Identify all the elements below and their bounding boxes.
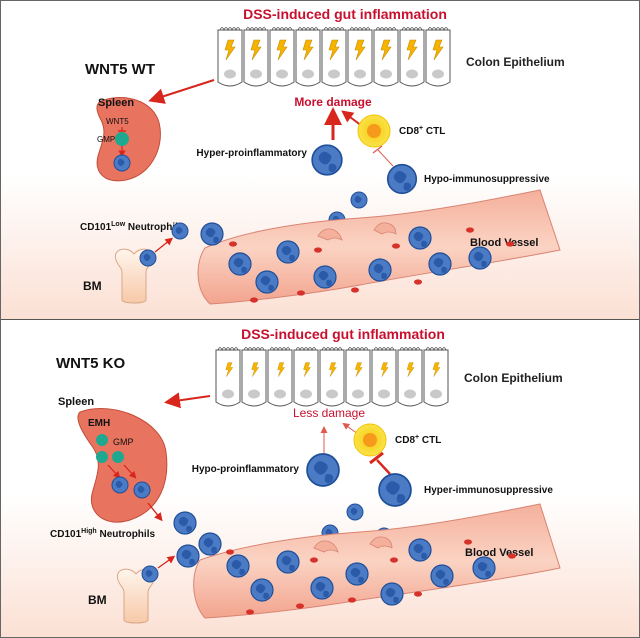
vessel-neutrophil: [472, 556, 496, 580]
vessel-opening: [373, 222, 397, 235]
extravasating-neutrophil: [346, 503, 364, 521]
spleen-neutrophil-bottom: [133, 481, 151, 499]
damage-label-top: More damage: [294, 95, 372, 109]
vessel-neutrophil: [368, 258, 392, 282]
spleen-label-top: Spleen: [98, 97, 134, 109]
extravasating-neutrophil: [350, 191, 368, 209]
vessel-neutrophil: [428, 252, 452, 276]
panel-bottom-title: DSS-induced gut inflammation: [241, 326, 445, 342]
vessel-neutrophil: [250, 578, 274, 602]
proinflammatory-label-top: Hyper-proinflammatory: [196, 148, 307, 159]
colon-epithelium-label-top: Colon Epithelium: [466, 55, 565, 69]
vessel-opening: [369, 536, 393, 549]
vessel-neutrophil: [310, 576, 334, 600]
proinflammatory-label-bottom: Hypo-proinflammatory: [192, 464, 300, 475]
immunosuppressive-neutrophil-bottom: [378, 473, 412, 507]
bm-label-top: BM: [83, 279, 102, 293]
neutrophil-label-bottom: CD101High Neutrophils: [50, 528, 155, 540]
proinflammatory-neutrophil-top: [311, 144, 343, 176]
wnt5-label: WNT5: [106, 117, 129, 126]
cd8-ctl-label-top: CD8+ CTL: [399, 125, 445, 137]
spleen-to-blood-arrow: [147, 502, 163, 522]
vessel-neutrophil: [200, 222, 224, 246]
inhibition-bar-top: [372, 145, 383, 154]
vessel-neutrophil: [276, 240, 300, 264]
panel-top-title: DSS-induced gut inflammation: [243, 6, 447, 22]
bm-to-blood-arrow-top: [154, 237, 174, 253]
proinflammatory-neutrophil-bottom: [306, 453, 340, 487]
cd8-ctl-label-bottom: CD8+ CTL: [395, 434, 441, 446]
vessel-neutrophil: [345, 562, 369, 586]
genotype-label-bottom: WNT5 KO: [56, 355, 125, 372]
inhibition-line-top: [377, 149, 394, 167]
vessel-neutrophil: [430, 564, 454, 588]
vessel-opening: [317, 228, 343, 241]
spleen-neutrophil-top: [113, 154, 131, 172]
gmp-cell-bottom: [112, 451, 124, 463]
gmp-label-bottom: GMP: [113, 437, 134, 447]
vessel-neutrophil: [226, 554, 250, 578]
spleen-label-bottom: Spleen: [58, 396, 94, 408]
cd8-ctl-nucleus-top: [367, 124, 381, 138]
blood-vessel-label-top: Blood Vessel: [470, 237, 538, 249]
vessel-neutrophil: [255, 270, 279, 294]
cd8-ctl-nucleus-bottom: [363, 433, 377, 447]
vessel-neutrophil: [408, 538, 432, 562]
circulating-neutrophil-top: [171, 222, 189, 240]
vessel-opening: [313, 540, 339, 553]
immunosuppressive-neutrophil-top: [386, 163, 418, 195]
vessel-neutrophil: [198, 532, 222, 556]
vessel-neutrophil: [313, 265, 337, 289]
bm-neutrophil-bottom: [141, 565, 159, 583]
gmp-cell-top: [115, 132, 129, 146]
vessel-neutrophil: [276, 550, 300, 574]
damage-label-bottom: Less damage: [293, 406, 365, 420]
colon-to-spleen-arrow-top: [148, 79, 215, 104]
spleen-neutrophil-bottom: [111, 476, 129, 494]
colon-to-spleen-arrow-bottom: [164, 392, 211, 409]
blood-vessel-bottom: [193, 503, 561, 619]
gmp-cell-bottom: [96, 434, 108, 446]
inhibition-bar-bottom: [369, 451, 384, 465]
gmp-arrow-bottom: [107, 464, 121, 479]
gmp-label-top: GMP: [97, 135, 115, 144]
colon-epithelium-label-bottom: Colon Epithelium: [464, 371, 563, 385]
emh-label: EMH: [88, 418, 110, 429]
immunosuppressive-label-bottom: Hyper-immunosuppressive: [424, 485, 553, 496]
vessel-neutrophil: [380, 582, 404, 606]
neutrophil-label-top: CD101Low Neutrophils: [80, 221, 184, 233]
genotype-label-top: WNT5 WT: [85, 61, 155, 78]
vessel-neutrophil: [173, 511, 197, 535]
bm-label-bottom: BM: [88, 593, 107, 607]
gmp-arrow-bottom: [123, 464, 137, 479]
panel-top: DSS-induced gut inflammation Colon Epith…: [0, 0, 640, 319]
blood-vessel-top: [197, 189, 561, 305]
bone-marrow-bottom: [116, 568, 156, 624]
bm-neutrophil-top: [139, 249, 157, 267]
vessel-neutrophil: [176, 544, 200, 568]
vessel-neutrophil: [408, 226, 432, 250]
colon-epithelium-bottom: [215, 347, 449, 407]
vessel-neutrophil: [228, 252, 252, 276]
colon-epithelium-top: [217, 27, 451, 87]
immunosuppressive-label-top: Hypo-immunosuppressive: [424, 174, 550, 185]
blood-vessel-label-bottom: Blood Vessel: [465, 547, 533, 559]
gmp-cell-bottom: [96, 451, 108, 463]
bm-to-blood-arrow-bottom: [157, 555, 176, 569]
vessel-neutrophil: [468, 246, 492, 270]
panel-bottom: DSS-induced gut inflammation: [0, 320, 640, 638]
inhibition-line-bottom: [376, 459, 391, 475]
